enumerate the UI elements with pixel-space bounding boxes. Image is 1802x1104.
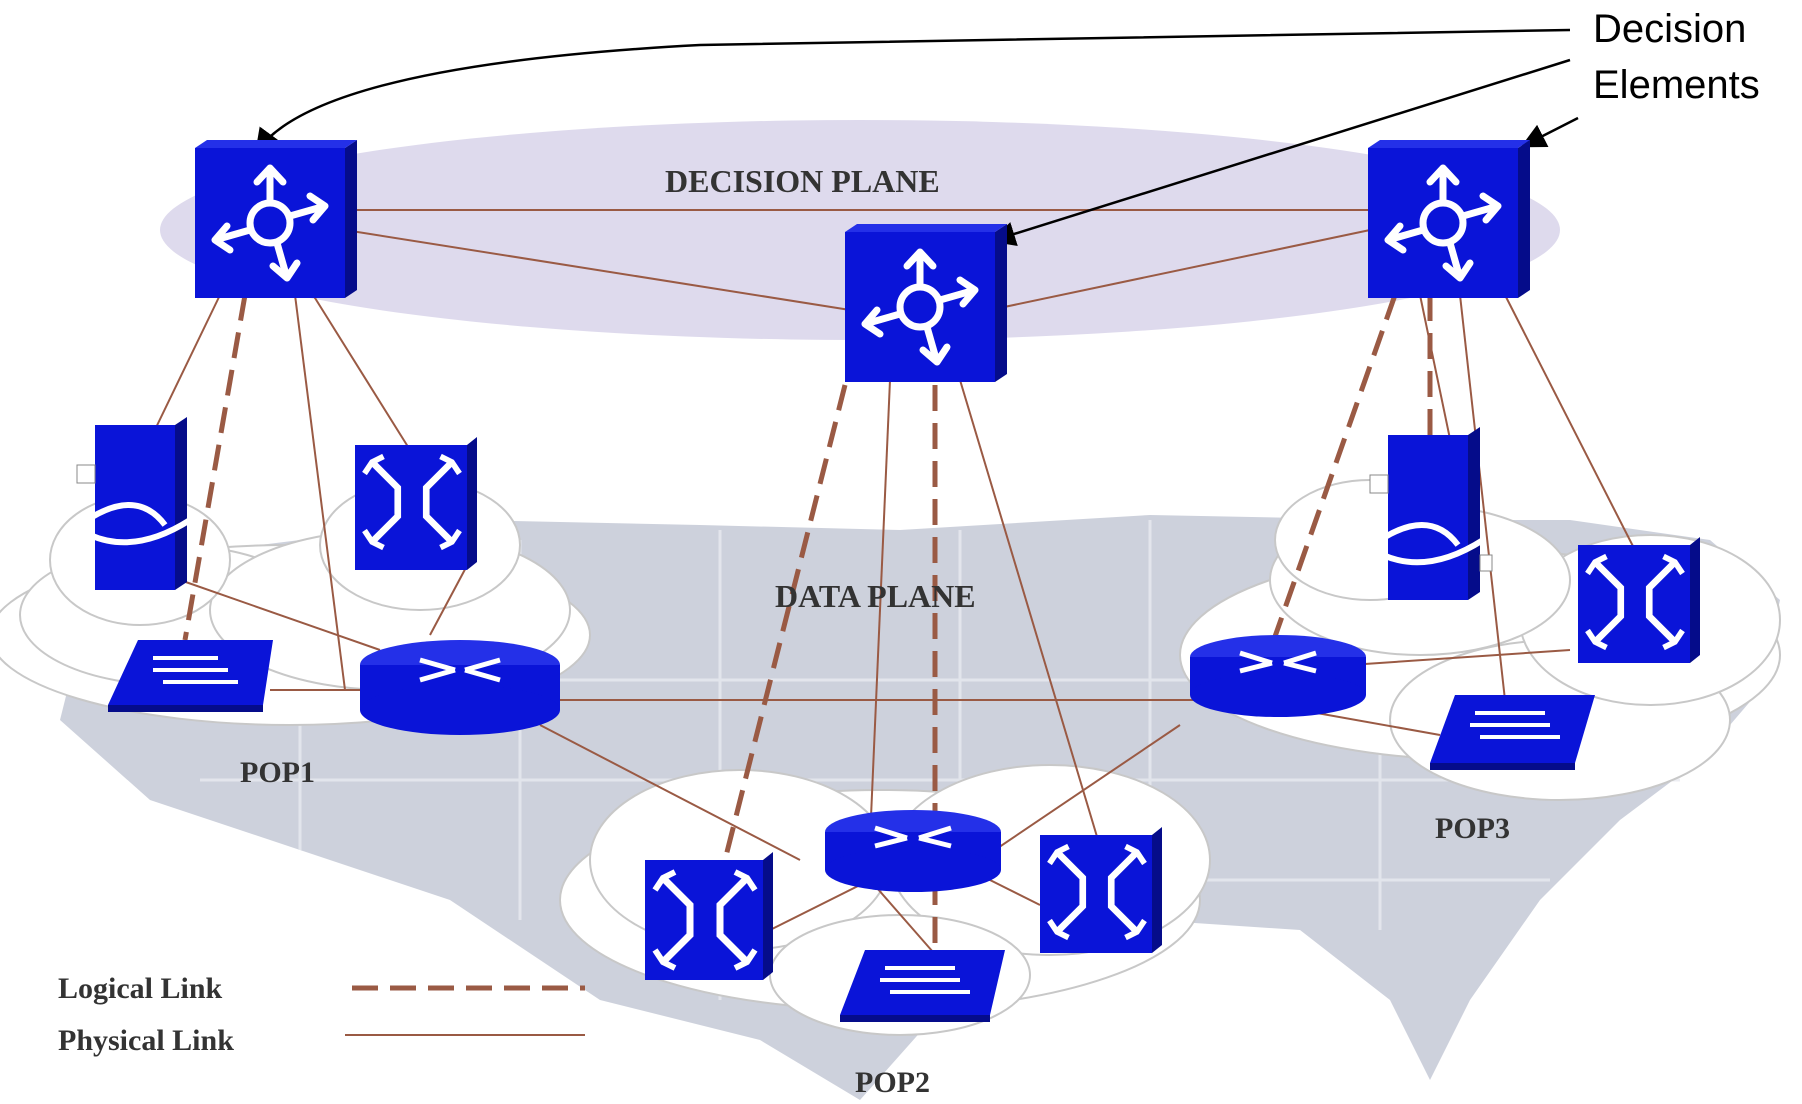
pop1-switch — [108, 640, 273, 712]
legend-physical-label: Physical Link — [58, 1024, 234, 1057]
switch-icon — [153, 656, 238, 684]
pop1-server — [76, 417, 192, 590]
pop1-label: POP1 — [240, 756, 315, 789]
data-plane-label: DATA PLANE — [775, 578, 976, 614]
physical-links — [149, 209, 1641, 961]
switch-icon — [1470, 711, 1560, 739]
switch-icon — [880, 966, 970, 994]
callout-label-line2: Elements — [1593, 63, 1760, 107]
callout-label-line1: Decision — [1593, 7, 1746, 51]
pop1-crossconnect — [355, 437, 477, 570]
pop2-label: POP2 — [855, 1066, 930, 1099]
pop3-crossconnect — [1578, 537, 1700, 663]
server-icon — [78, 502, 192, 546]
pop1-router — [360, 640, 560, 735]
pop2-router — [825, 810, 1001, 892]
router-icon — [419, 657, 501, 683]
legend-logical-label: Logical Link — [58, 972, 223, 1005]
pop3-router — [1190, 635, 1366, 717]
router-icon — [1239, 650, 1317, 674]
pop3-switch — [1430, 695, 1595, 770]
router-icon — [874, 825, 952, 849]
pop3-label: POP3 — [1435, 812, 1510, 845]
decision-plane-label: DECISION PLANE — [665, 163, 940, 199]
decision-element-center — [845, 224, 1007, 382]
callout-arrows — [255, 28, 1579, 246]
pop3-server — [1369, 427, 1493, 600]
pop2-crossconnect-left — [645, 852, 773, 980]
pop2-switch — [840, 950, 1005, 1022]
pop2-crossconnect-right — [1040, 827, 1162, 953]
server-icon — [1371, 522, 1485, 566]
decision-element-right — [1368, 140, 1530, 298]
decision-element-left — [195, 140, 357, 298]
